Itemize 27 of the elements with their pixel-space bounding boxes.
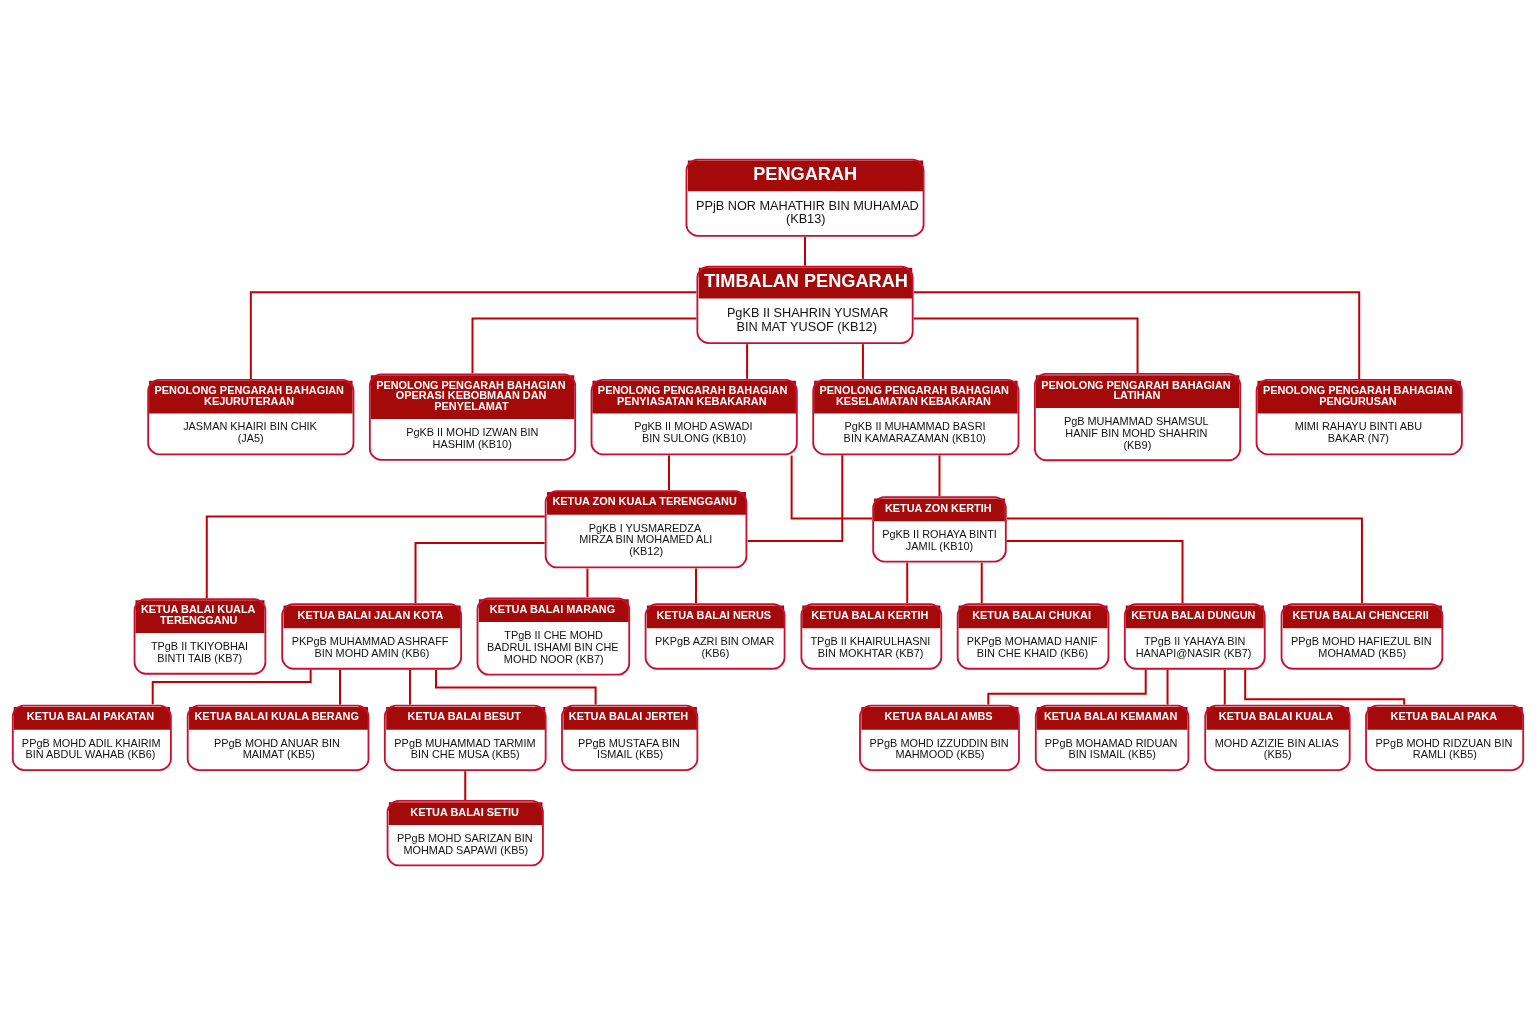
connector [408, 668, 411, 706]
connector [912, 290, 1361, 380]
connector [1005, 539, 1184, 604]
connector [1223, 668, 1226, 706]
connector [414, 541, 546, 604]
connector [667, 453, 670, 491]
connector [435, 668, 597, 705]
connector [804, 235, 806, 267]
connector [249, 290, 698, 380]
connector [861, 342, 864, 380]
connector [339, 668, 341, 706]
connector [1244, 668, 1406, 706]
connector [938, 453, 941, 497]
connector [987, 668, 1147, 705]
connector [1005, 516, 1363, 604]
connector [1166, 668, 1169, 706]
connector [790, 453, 874, 519]
connector [695, 567, 697, 604]
connector [464, 769, 467, 801]
connector [586, 567, 589, 598]
connector [205, 515, 546, 599]
connector [746, 342, 749, 380]
connector [980, 561, 983, 604]
connector [746, 453, 844, 542]
connector [906, 561, 909, 604]
connector [912, 317, 1139, 374]
connector [471, 317, 698, 374]
